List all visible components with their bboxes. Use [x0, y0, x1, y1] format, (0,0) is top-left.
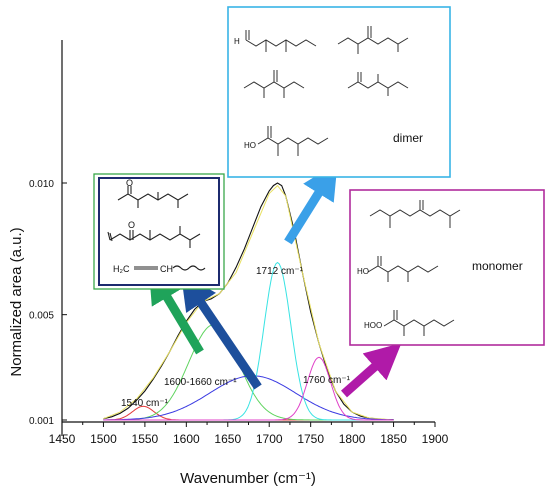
- x-tick-label-1600: 1600: [173, 432, 200, 446]
- band-1712-label: 1712 cm⁻¹: [256, 266, 304, 277]
- oligomer-structure-box: O O H₂C CH: [93, 173, 225, 290]
- x-tick-label-1650: 1650: [214, 432, 241, 446]
- x-tick-label-1500: 1500: [90, 432, 117, 446]
- band-1760-label: 1760 cm⁻¹: [303, 375, 351, 386]
- y-tick-label-0: 0.001: [29, 416, 54, 427]
- y-tick-label-1: 0.005: [29, 311, 54, 322]
- x-tick-label-1850: 1850: [380, 432, 407, 446]
- x-axis-label: Wavenumber (cm⁻¹): [180, 470, 316, 487]
- monomer-peracid-hoo-label: HOO: [364, 321, 382, 330]
- band-1540-label: 1540 cm⁻¹: [121, 398, 169, 409]
- dimer-structure-box: H HO dimer: [227, 6, 451, 178]
- x-tick-label-1750: 1750: [297, 432, 324, 446]
- dimer-acid-ho-label: HO: [244, 141, 256, 150]
- series-layer: [103, 182, 394, 421]
- x-tick-label-1550: 1550: [132, 432, 159, 446]
- band-1600-label: 1600-1660 cm⁻¹: [164, 377, 237, 388]
- monomer-label: monomer: [472, 259, 523, 273]
- x-tick-label-1900: 1900: [422, 432, 449, 446]
- axes: 1450 1500 1550 1600 1650 1700 1750 1800 1850 1900…: [29, 40, 449, 446]
- monomer-acid-ho-label: HO: [357, 267, 369, 276]
- aldehyde-h-label: H: [234, 37, 240, 46]
- x-tick-label-1450: 1450: [49, 432, 76, 446]
- series-line-fit-envelope: [103, 184, 394, 421]
- vinyl-ch-label: CH: [160, 264, 173, 274]
- navy-arrow: [180, 273, 262, 390]
- carbonyl-o-label-2: O: [128, 220, 135, 230]
- monomer-structure-box: HO HOO monomer: [349, 189, 545, 346]
- series-line-1760-band: [103, 356, 394, 421]
- vinyl-h2c-label: H₂C: [113, 264, 130, 274]
- series-line-experimental: [103, 182, 394, 421]
- green-arrow: [148, 266, 204, 355]
- x-tick-label-1800: 1800: [339, 432, 366, 446]
- magenta-arrow: [341, 343, 402, 398]
- carbonyl-o-label: O: [126, 178, 133, 188]
- dimer-label: dimer: [393, 131, 423, 145]
- cyan-arrow: [284, 162, 338, 245]
- y-axis-label: Normalized area (a.u.): [8, 227, 25, 376]
- y-tick-label-2: 0.010: [29, 179, 54, 190]
- x-tick-label-1700: 1700: [256, 432, 283, 446]
